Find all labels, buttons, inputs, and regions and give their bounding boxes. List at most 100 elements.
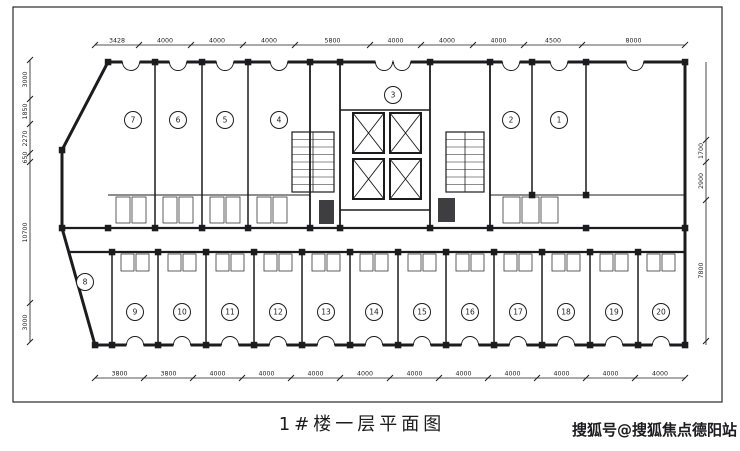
bathroom-box	[502, 196, 521, 224]
dimension-tick	[417, 41, 425, 49]
column-marker	[198, 58, 206, 66]
room-number-badge	[221, 303, 239, 321]
column-marker	[108, 248, 116, 256]
elevator-shaft-icon	[389, 158, 422, 200]
column-marker	[202, 248, 210, 256]
bathroom-box	[256, 196, 272, 224]
column-marker	[681, 58, 689, 66]
room-number: 16	[465, 308, 475, 317]
dimension-label: 650	[22, 151, 29, 163]
dimension-tick	[187, 41, 195, 49]
door-swing-icon	[509, 336, 527, 346]
column-marker	[582, 224, 590, 232]
column-marker	[336, 58, 344, 66]
room-number: 18	[561, 308, 571, 317]
room-number: 3	[391, 91, 396, 100]
column-marker	[298, 341, 306, 349]
room-number: 11	[225, 308, 235, 317]
bathroom-box	[374, 253, 389, 272]
dimension-label: 4000	[406, 371, 422, 378]
dimension-tick	[702, 196, 710, 204]
room-number-badge	[502, 111, 520, 129]
room-number: 2	[509, 116, 514, 125]
bathroom-box	[518, 253, 533, 272]
dimension-tick	[681, 374, 689, 382]
dimension-tick	[135, 41, 143, 49]
door-swing-icon	[216, 61, 234, 71]
dimension-label: 4000	[602, 371, 618, 378]
door-swing-icon	[365, 336, 383, 346]
room-number: 19	[609, 308, 619, 317]
column-marker	[394, 248, 402, 256]
column-marker	[528, 58, 536, 66]
bathroom-box	[470, 253, 485, 272]
column-marker	[426, 224, 434, 232]
column-marker	[634, 341, 642, 349]
dimension-tick	[26, 149, 34, 157]
bathroom-box	[551, 253, 566, 272]
bathroom-box	[455, 253, 470, 272]
room-number-badge	[365, 303, 383, 321]
door-swing-icon	[173, 336, 191, 346]
room-number: 10	[177, 308, 187, 317]
border-frame	[12, 6, 723, 403]
dimension-label: 4000	[490, 38, 506, 45]
elevator-shaft-icon	[352, 158, 385, 200]
room-number-badge	[413, 303, 431, 321]
column-marker	[586, 341, 594, 349]
room-number: 17	[513, 308, 523, 317]
door-openings-layer	[122, 58, 670, 349]
column-marker	[151, 224, 159, 232]
column-marker	[298, 248, 306, 256]
dimension-label: 4000	[652, 371, 668, 378]
dimension-label: 4000	[209, 371, 225, 378]
door-swing-icon	[126, 336, 144, 346]
room-number-badge	[124, 111, 142, 129]
door-swing-icon	[550, 61, 568, 71]
dimension-tick	[681, 41, 689, 49]
dimension-label: 4000	[455, 371, 471, 378]
dimension-label: 4000	[209, 38, 225, 45]
room-number: 13	[321, 308, 331, 317]
column-marker	[244, 58, 252, 66]
bathroom-box	[167, 253, 182, 272]
door-swing-icon	[652, 336, 670, 346]
column-marker	[58, 224, 66, 232]
dimension-label: 5800	[324, 38, 340, 45]
column-marker	[154, 248, 162, 256]
dimension-tick	[26, 56, 34, 64]
dimension-tick	[702, 158, 710, 166]
dimension-label: 4000	[553, 371, 569, 378]
room-number-badge	[605, 303, 623, 321]
door-swing-icon	[375, 61, 393, 71]
dimension-label: 4000	[387, 38, 403, 45]
dimension-label: 2900	[698, 173, 705, 189]
bathroom-box	[540, 196, 559, 224]
room-number-badge	[216, 111, 234, 129]
dimension-tick	[702, 136, 710, 144]
drawing-title: 1#楼一层平面图	[279, 414, 446, 435]
column-marker	[681, 224, 689, 232]
bathroom-box	[278, 253, 293, 272]
dimension-tick	[533, 374, 541, 382]
dimension-label: 4000	[258, 371, 274, 378]
door-swing-icon	[169, 61, 187, 71]
bathroom-box	[359, 253, 374, 272]
dimension-tick	[578, 41, 586, 49]
dimension-tick	[336, 374, 344, 382]
column-marker	[250, 248, 258, 256]
dimension-tick	[238, 374, 246, 382]
door-swing-icon	[221, 336, 239, 346]
room-number-badge	[652, 303, 670, 321]
dimension-tick	[366, 41, 374, 49]
dimension-label: 1700	[698, 143, 705, 159]
bathroom-box	[135, 253, 150, 272]
room-number-badge	[384, 86, 402, 104]
dimension-label: 4000	[157, 38, 173, 45]
dimension-tick	[484, 374, 492, 382]
room-number: 8	[83, 278, 88, 287]
watermark: 搜狐号@搜狐焦点德阳站	[572, 421, 737, 439]
door-swing-icon	[461, 336, 479, 346]
room-number-badge	[173, 303, 191, 321]
